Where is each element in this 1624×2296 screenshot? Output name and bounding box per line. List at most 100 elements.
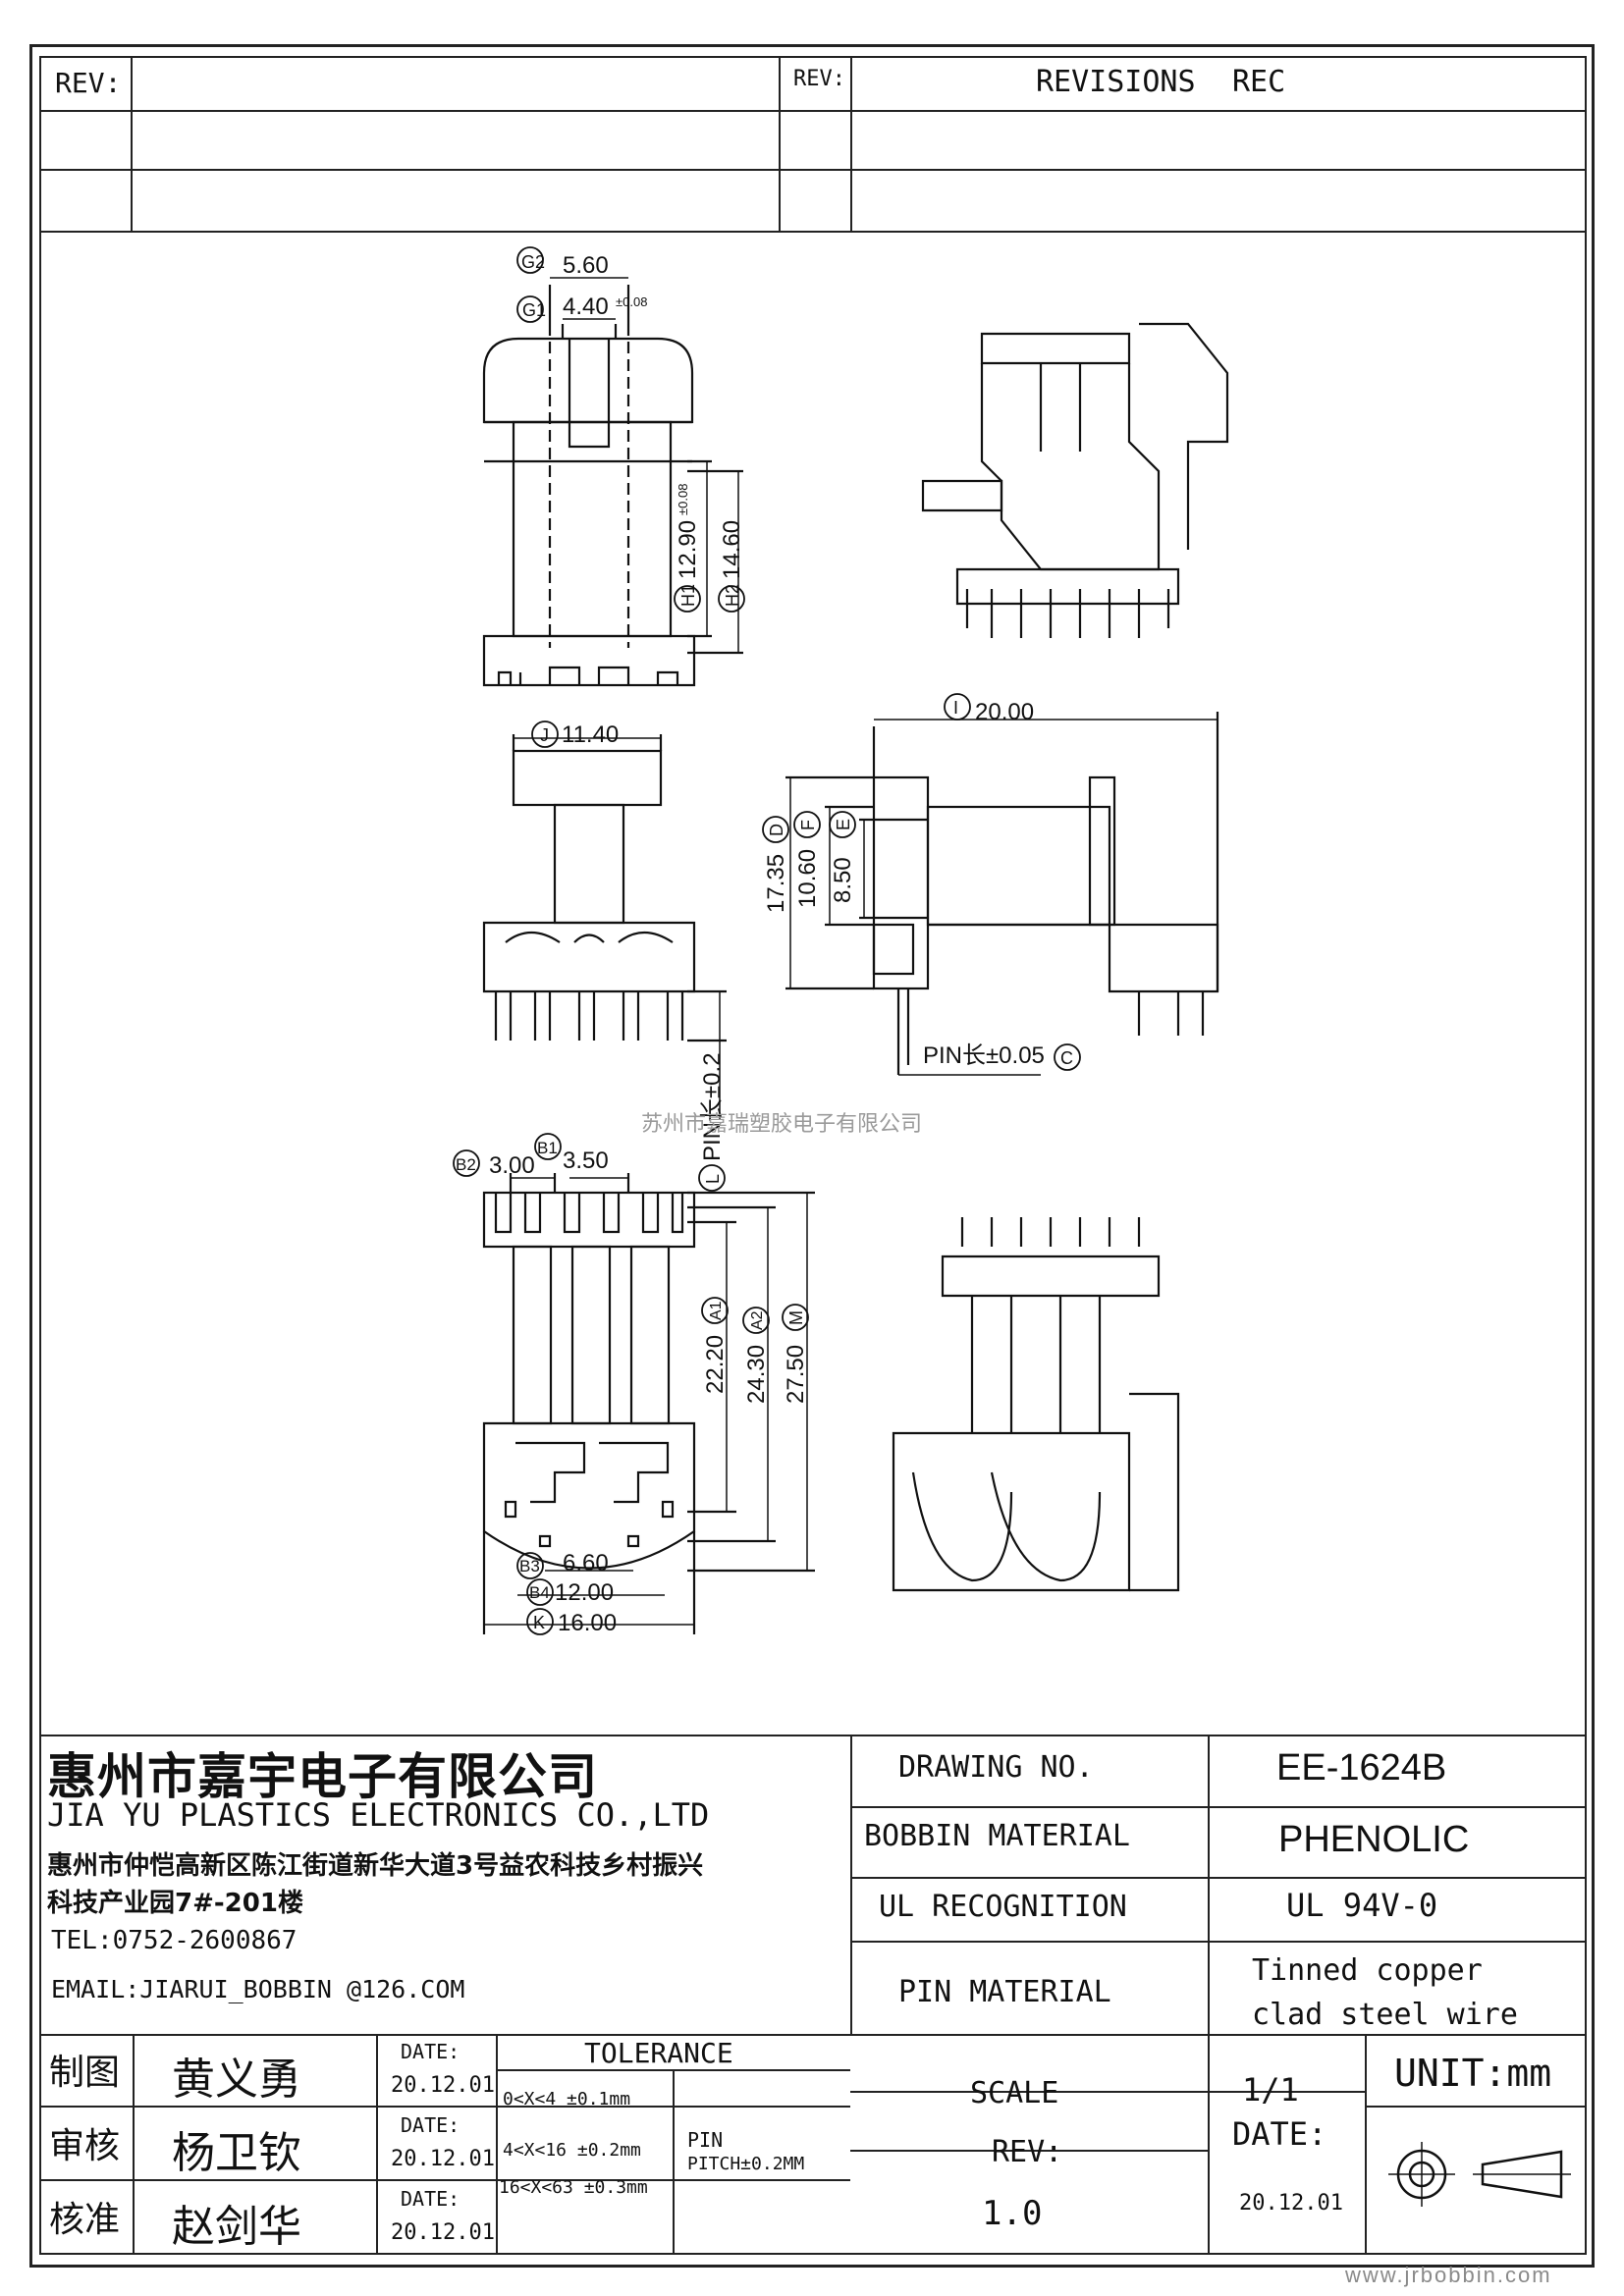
dim-A1: 22.20 A1 [701, 1297, 729, 1394]
rec-label: REC [1232, 65, 1286, 99]
value-D: 17.35 [763, 854, 789, 913]
dim-B3: B3 6.60 [516, 1550, 609, 1579]
bobbin-material: PHENOLIC [1278, 1819, 1470, 1860]
value-G2: 5.60 [563, 252, 609, 279]
tolerance-row-1: 4<X<16 ±0.2mm [503, 2140, 641, 2161]
approval-date-0: 20.12.01 [391, 2073, 495, 2098]
value-B4: 12.00 [555, 1579, 614, 1606]
label-D: D [767, 824, 786, 836]
tol-G1: ±0.08 [616, 294, 647, 309]
label-B3: B3 [519, 1557, 540, 1575]
drawing-no: EE-1624B [1276, 1747, 1447, 1789]
value-B2: 3.00 [489, 1152, 535, 1179]
dim-H2: H2 14.60 [718, 520, 745, 613]
inner-border [39, 56, 1587, 2255]
value-G1: 4.40 [563, 294, 609, 320]
watermark-center: 苏州市嘉瑞塑胶电子有限公司 [641, 1112, 922, 1137]
approval-role-0: 制图 [49, 2053, 121, 2093]
value-L: PIN长±0.2 [699, 1052, 726, 1161]
dim-G1: G1 4.40 ±0.08 [516, 294, 647, 323]
label-F: F [798, 820, 818, 830]
bottom-view [482, 1173, 815, 1634]
label-H2: H2 [723, 584, 742, 607]
approval-name-2: 赵剑华 [172, 2202, 301, 2252]
company-address-1: 惠州市仲恺高新区陈江街道新华大道3号益农科技乡村振兴 [47, 1851, 704, 1881]
rev-label-mid: REV: [793, 67, 845, 91]
company-address-2: 科技产业园7#-201楼 [47, 1889, 303, 1918]
company-tel: TEL:0752-2600867 [51, 1926, 298, 1955]
label-B2: B2 [456, 1155, 476, 1174]
label-M: M [786, 1310, 806, 1325]
value-A2: 24.30 [743, 1345, 770, 1404]
revisions-label: REVISIONS [1036, 65, 1196, 99]
label-L: L [703, 1174, 723, 1184]
dim-A2: 24.30 A2 [742, 1307, 770, 1404]
scale-value: 1/1 [1242, 2071, 1299, 2109]
ul-label: UL RECOGNITION [879, 1890, 1127, 1924]
website-watermark: www.jrbobbin.com [1345, 2263, 1552, 2287]
label-A1: A1 [708, 1301, 725, 1320]
rev-label-left: REV: [55, 67, 122, 99]
value-M: 27.50 [783, 1345, 809, 1404]
dim-D: 17.35 D [762, 816, 789, 913]
dim-B4: B4 12.00 [526, 1578, 614, 1606]
scale-label: SCALE [970, 2076, 1059, 2110]
label-G2: G2 [521, 252, 545, 272]
dim-B2: B2 3.00 [453, 1149, 535, 1179]
approval-role-1: 审核 [49, 2126, 121, 2166]
dim-B1: B1 3.50 [534, 1133, 609, 1174]
tolerance-title: TOLERANCE [584, 2037, 733, 2069]
approval-date-label-2: DATE: [401, 2187, 460, 2211]
side-view [785, 712, 1219, 1076]
date-value: 20.12.01 [1239, 2191, 1343, 2216]
technical-drawing: G2 5.60 G1 4.40 ±0.08 H1 12.90 ±0.08 H2 … [453, 246, 1229, 1636]
label-I: I [953, 698, 958, 718]
rev-label: REV: [992, 2135, 1063, 2169]
label-E: E [834, 819, 853, 830]
outer-border [29, 44, 1595, 2268]
label-K: K [533, 1613, 545, 1632]
label-G1: G1 [522, 300, 546, 320]
value-C: PIN长±0.05 [923, 1042, 1045, 1069]
drawing-no-label: DRAWING NO. [898, 1750, 1094, 1785]
label-C: C [1060, 1048, 1073, 1068]
company-email: EMAIL:JIARUI_BOBBIN @126.COM [51, 1975, 465, 2003]
front-view [482, 734, 727, 1119]
approval-role-2: 核准 [49, 2200, 121, 2240]
unit-label: UNIT:mm [1394, 2052, 1552, 2095]
company-name-cn: 惠州市嘉宇电子有限公司 [47, 1748, 598, 1805]
tolerance-pin-label: PIN [687, 2128, 724, 2152]
label-B1: B1 [537, 1139, 558, 1157]
value-B3: 6.60 [563, 1550, 609, 1576]
value-F: 10.60 [794, 849, 821, 908]
iso-view-top [921, 322, 1229, 638]
approval-name-1: 杨卫钦 [172, 2128, 301, 2178]
value-K: 16.00 [558, 1610, 617, 1636]
label-J: J [540, 725, 549, 745]
top-view [482, 277, 743, 687]
dim-M: 27.50 M [782, 1304, 809, 1404]
approval-date-label-0: DATE: [401, 2040, 460, 2063]
pin-material-2: clad steel wire [1252, 1998, 1518, 2032]
value-H1: 12.90 [675, 520, 701, 579]
value-B1: 3.50 [563, 1148, 609, 1174]
tol-H1: ±0.08 [676, 484, 690, 515]
label-B4: B4 [529, 1583, 550, 1602]
tolerance-pin-pitch: PITCH±0.2MM [687, 2154, 805, 2174]
pin-material-label: PIN MATERIAL [898, 1975, 1111, 2009]
bobbin-material-label: BOBBIN MATERIAL [864, 1819, 1130, 1853]
date-label: DATE: [1232, 2115, 1327, 2153]
pin-material-1: Tinned copper [1252, 1953, 1483, 1988]
dim-K: K 16.00 [526, 1608, 617, 1636]
label-H1: H1 [678, 584, 698, 607]
value-I: 20.00 [975, 699, 1034, 725]
dim-H1: H1 12.90 ±0.08 [674, 484, 701, 613]
company-name-en: JIA YU PLASTICS ELECTRONICS CO.,LTD [47, 1796, 710, 1834]
dim-L: L PIN长±0.2 [698, 1052, 726, 1192]
dim-C: PIN长±0.05 C [923, 1042, 1081, 1071]
approval-date-2: 20.12.01 [391, 2220, 495, 2245]
approval-name-0: 黄义勇 [172, 2055, 301, 2105]
projection-symbol-icon [1388, 2142, 1571, 2207]
value-J: 11.40 [562, 721, 619, 748]
tolerance-row-0: 0<X<4 ±0.1mm [503, 2089, 631, 2109]
